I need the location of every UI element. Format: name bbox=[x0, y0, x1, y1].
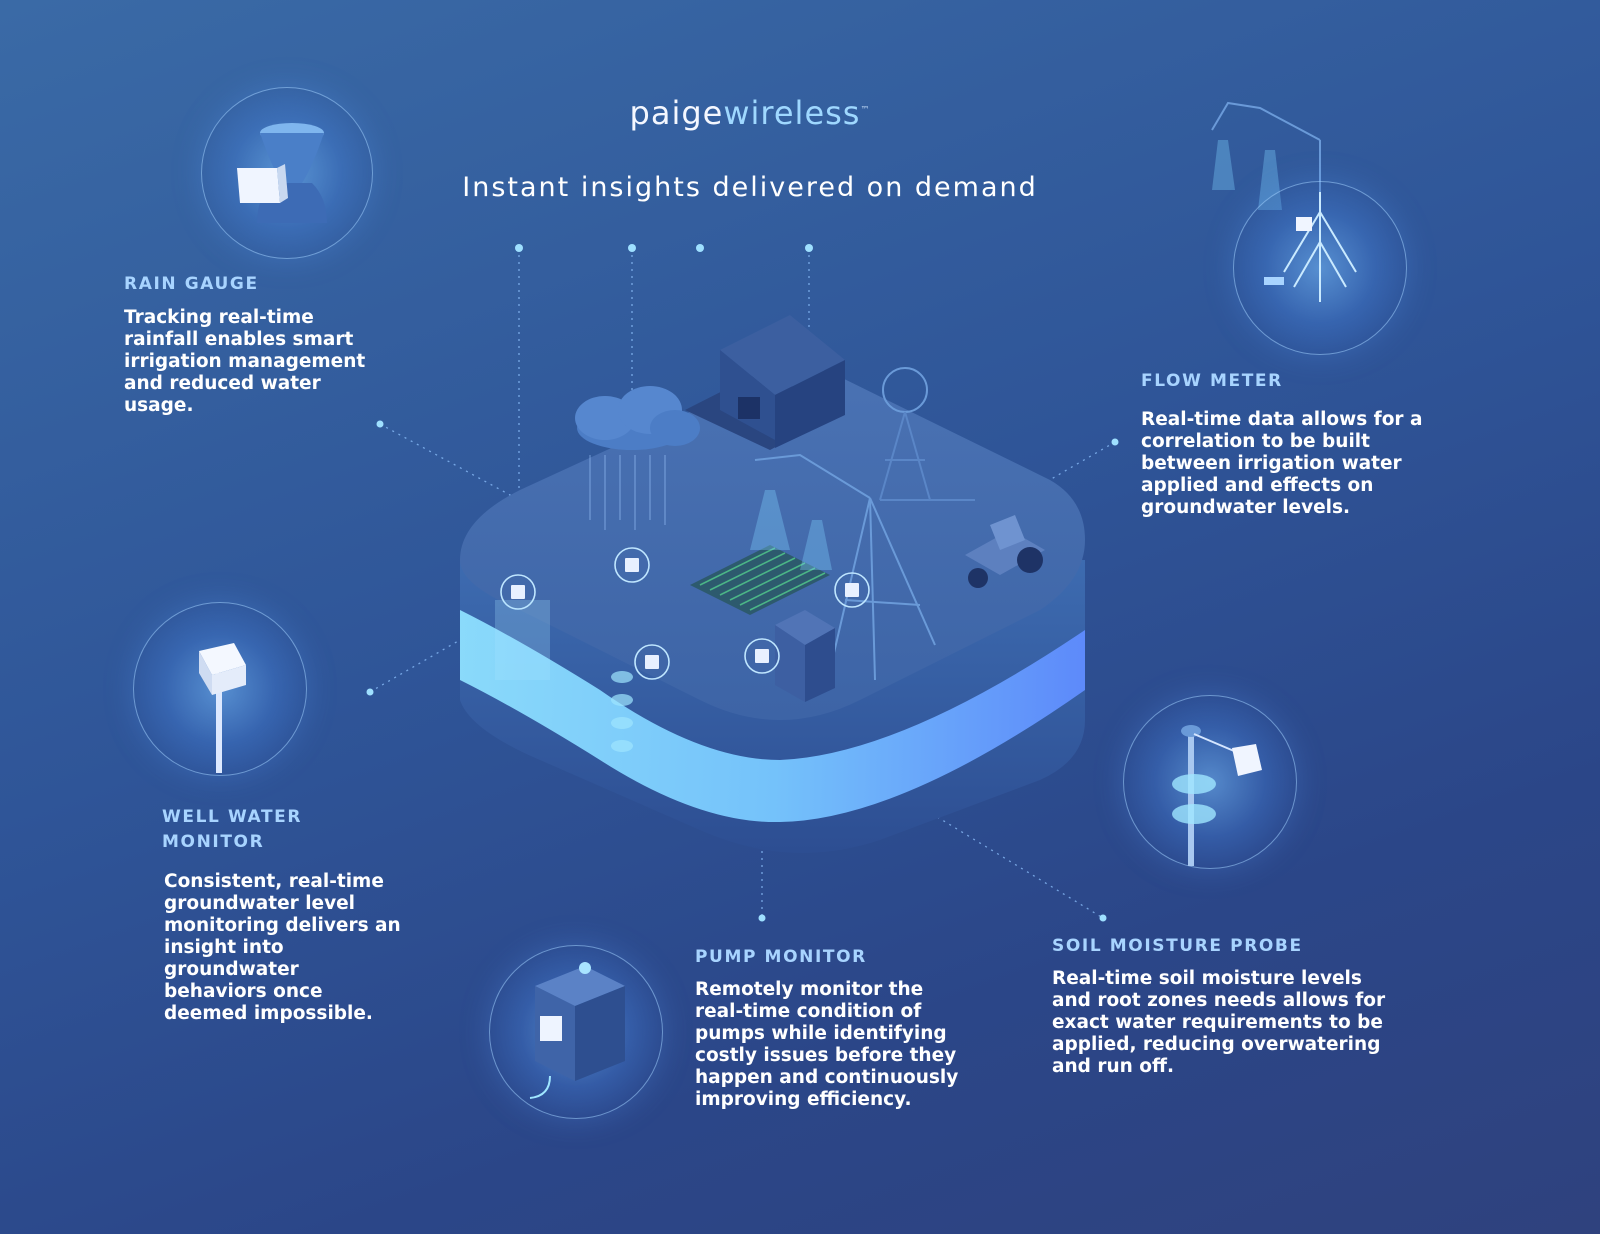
windmill bbox=[879, 367, 975, 501]
headline: Instant insights delivered on demand bbox=[462, 172, 1038, 203]
well-water-text: Consistent, real-time groundwater level … bbox=[164, 871, 401, 1024]
well-water-monitor-icon bbox=[133, 602, 307, 776]
pump-equipment bbox=[775, 610, 835, 702]
well-water-title: WELL WATER MONITOR bbox=[162, 807, 303, 852]
rain-gauge-icon bbox=[201, 87, 373, 259]
brand-logo: paigewireless™ bbox=[0, 94, 1500, 132]
soil-moisture-title: SOIL MOISTURE PROBE bbox=[1052, 936, 1303, 956]
connector-dots bbox=[366, 244, 1119, 922]
flow-meter-title: FLOW METER bbox=[1141, 371, 1283, 391]
pump-monitor-text: Remotely monitor the real-time condition… bbox=[695, 979, 959, 1110]
well-pipe bbox=[495, 600, 550, 680]
brand-part1: paige bbox=[629, 94, 724, 132]
sensor-boxes bbox=[511, 558, 859, 669]
sensor-badges bbox=[500, 547, 870, 680]
brand-part2: wireless bbox=[723, 94, 861, 132]
soil-moisture-text: Real-time soil moisture levels and root … bbox=[1052, 968, 1386, 1077]
rain-gauge-text: Tracking real-time rainfall enables smar… bbox=[124, 307, 366, 416]
flow-meter-text: Real-time data allows for a correlation … bbox=[1141, 409, 1423, 518]
tractor bbox=[965, 515, 1045, 588]
rain-cloud bbox=[575, 386, 700, 530]
pump-monitor-title: PUMP MONITOR bbox=[695, 947, 867, 967]
crop-field bbox=[690, 545, 830, 615]
brand-trademark: ™ bbox=[860, 105, 871, 116]
flow-meter-icon bbox=[1233, 181, 1407, 355]
rain-gauge-title: RAIN GAUGE bbox=[124, 274, 259, 294]
soil-moisture-probe-icon bbox=[1123, 695, 1297, 869]
probe-rings bbox=[611, 671, 633, 752]
barn bbox=[685, 315, 845, 450]
pump-monitor-icon bbox=[489, 945, 663, 1119]
